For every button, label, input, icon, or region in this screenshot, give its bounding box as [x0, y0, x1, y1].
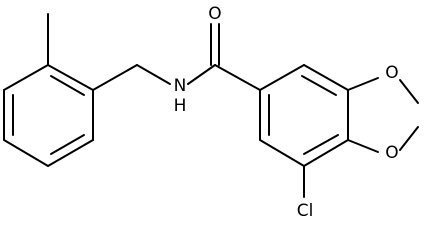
- bond-ring1-f: [3, 64, 49, 91]
- bond-ring1-double-1: [50, 75, 85, 96]
- bond-ring1-c: [47, 139, 94, 167]
- atom-label-ring-oxygen-lower: O: [385, 143, 398, 163]
- chemical-structure: O N H O O Cl: [3, 4, 419, 221]
- atom-label-ring-oxygen-upper: O: [385, 63, 398, 83]
- bond-ring2-a: [259, 64, 305, 91]
- atom-label-amide-hydrogen: H: [174, 96, 187, 116]
- bond-benzyl-1: [92, 64, 138, 91]
- bond-ring2-d: [303, 139, 349, 167]
- atom-label-amide-nitrogen: N: [174, 76, 187, 96]
- bond-ring2-b: [303, 64, 349, 91]
- bond-dioxole-3: [399, 126, 419, 151]
- bond-carbonyl-ring: [214, 64, 261, 91]
- bond-ring1-a: [47, 64, 94, 91]
- bond-benzyl-2: [136, 64, 171, 85]
- atom-label-carbonyl-oxygen: O: [208, 4, 221, 24]
- bond-dioxole-4: [347, 139, 379, 153]
- bond-ring1-double-2: [50, 134, 85, 155]
- bond-n-carbonyl: [187, 64, 216, 85]
- atom-label-chlorine: Cl: [297, 201, 314, 221]
- bond-dioxole-1: [347, 77, 379, 91]
- bond-ring2-double-1: [301, 75, 337, 96]
- bond-dioxole-2: [399, 79, 419, 104]
- bond-ring2-e: [259, 139, 305, 167]
- bond-ring1-d: [3, 139, 49, 167]
- bond-ring2-double-2: [303, 134, 339, 155]
